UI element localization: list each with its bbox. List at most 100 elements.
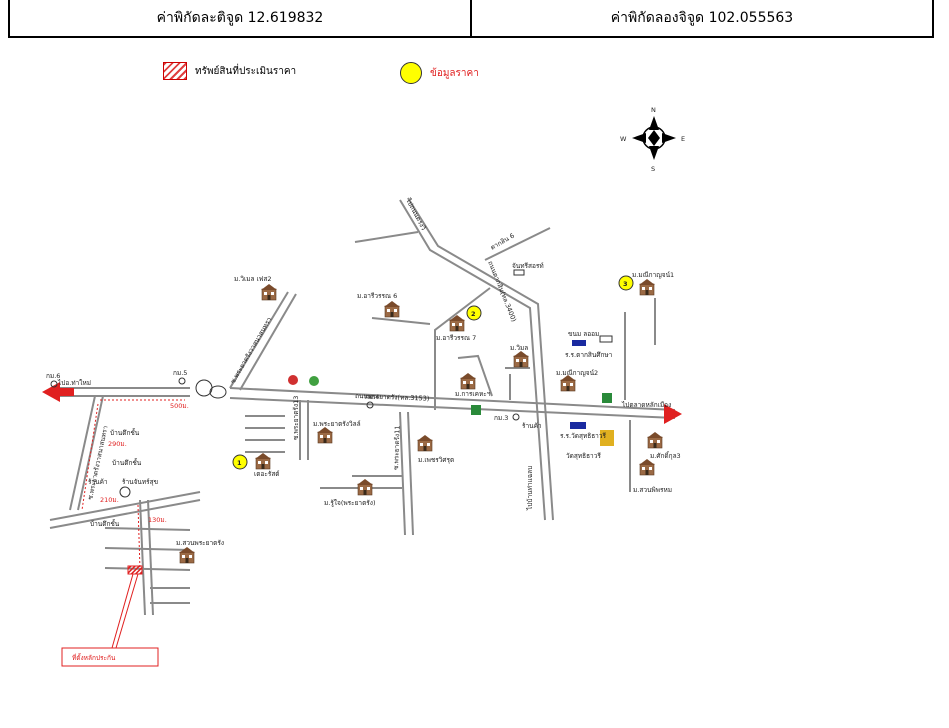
place-shop-row3: บ้านตึกชั้น bbox=[90, 519, 120, 528]
seven-eleven-icon bbox=[602, 393, 612, 403]
coordinate-header: ค่าพิกัดละติจูด 12.619832 ค่าพิกัดลองจิจ… bbox=[8, 0, 934, 38]
main-road-edge bbox=[60, 395, 676, 419]
road-network bbox=[49, 197, 676, 616]
collateral-soi bbox=[139, 499, 146, 616]
school-icon bbox=[572, 340, 586, 346]
loop-road bbox=[457, 354, 493, 397]
svg-text:3: 3 bbox=[623, 280, 628, 288]
place-sukjai: ม.รู้ใจ(พระยาตรัง) bbox=[324, 499, 376, 507]
lower-cross-road-edge bbox=[49, 499, 201, 529]
yellow-circle-icon bbox=[400, 62, 422, 84]
soi-lanes bbox=[245, 415, 285, 453]
km4-label: กม.4 bbox=[365, 393, 379, 401]
km-marker-icon bbox=[50, 380, 58, 388]
main-road-label: ถนนพระยาตรัง(ทล.3153) bbox=[355, 392, 430, 403]
soi11-label: ซ.พระยาตรัง11 bbox=[392, 425, 402, 470]
school-icon bbox=[570, 422, 586, 429]
lower-left-soi bbox=[69, 395, 96, 511]
place-store2: ร้านค้า bbox=[522, 422, 542, 430]
svg-text:1: 1 bbox=[237, 459, 242, 467]
soi-left-north bbox=[229, 291, 289, 389]
longitude-label: ค่าพิกัดลองจิจูด 102.055563 bbox=[470, 0, 932, 36]
house-icon bbox=[260, 283, 278, 301]
collateral-marker-icon bbox=[127, 565, 143, 575]
place-saiam: ร.ร.วัดสุทธิธาวรี bbox=[560, 432, 606, 440]
legend-price-label: ข้อมูลราคา bbox=[430, 67, 479, 79]
temple-icon bbox=[600, 430, 614, 446]
collateral-soi-edge bbox=[147, 499, 154, 616]
place-sittichote: เตอะรัสต์ bbox=[254, 470, 280, 478]
house-icon bbox=[512, 350, 530, 368]
place-karn-khaha: ม.การเคหะฯ bbox=[455, 390, 491, 398]
place-suan-phrom: ม.สวนพิพรหม bbox=[633, 486, 672, 494]
compass-icon: N S E W bbox=[620, 106, 685, 173]
compass-w: W bbox=[620, 135, 627, 143]
place-manee2: ม.มณีกาญจน์2 bbox=[556, 369, 598, 377]
compass-e: E bbox=[681, 135, 685, 143]
place-mawimol: ม.วิมล bbox=[510, 344, 528, 352]
store-icon bbox=[119, 486, 131, 498]
house-icon bbox=[416, 434, 434, 452]
legend-price: ข้อมูลราคา bbox=[400, 62, 479, 84]
branch-road-4 bbox=[371, 317, 431, 325]
house-icon bbox=[316, 426, 334, 444]
distance-290: 290ม. bbox=[108, 440, 127, 448]
place-school-taksin: ร.ร.ตากสินศึกษา bbox=[565, 351, 613, 359]
north-road bbox=[399, 199, 546, 521]
km-marker-icon bbox=[366, 401, 374, 409]
km6-label: กม.6 bbox=[46, 372, 60, 380]
gas-station-icon bbox=[288, 375, 298, 385]
hatch-swatch-icon bbox=[163, 62, 187, 80]
latitude-label: ค่าพิกัดละติจูด 12.619832 bbox=[156, 10, 324, 26]
price-marker-3: 3 bbox=[618, 275, 634, 291]
collateral-label-box bbox=[61, 647, 159, 667]
soi-left2-label: ซ.พระยาตรังวาสนาสนทรา bbox=[86, 425, 110, 501]
south-road-label: ไปบ้านท่าแฉลบ bbox=[526, 466, 534, 511]
house-icon bbox=[646, 431, 664, 449]
km-marker-icon bbox=[512, 413, 520, 421]
soi-left-label: ซ.พระยาตรังวาสนาสนทรา bbox=[229, 315, 274, 385]
soi11 bbox=[399, 411, 406, 536]
place-sunok: ขนม ลออม bbox=[568, 330, 599, 338]
house-icon bbox=[638, 278, 656, 296]
legend-property: ทรัพย์สินที่ประเมินราคา bbox=[163, 62, 296, 80]
place-dok-ruk: ม.เพชรวิศรุต bbox=[418, 456, 454, 464]
right-side-roads bbox=[624, 298, 656, 400]
place-phayatrang-villa: ม.พระยาตรังวิลล์ bbox=[313, 420, 361, 428]
compass-n: N bbox=[651, 106, 656, 114]
distance-210: 210ม. bbox=[100, 496, 119, 504]
place-jantree: จันทรีสอรท์ bbox=[512, 262, 544, 270]
km5-label: กม.5 bbox=[173, 369, 187, 377]
house-icon bbox=[559, 374, 577, 392]
place-villa-phase2: ม.วิเมล เฟส2 bbox=[234, 275, 271, 283]
lower-lanes bbox=[104, 527, 191, 604]
compass-s: S bbox=[651, 165, 655, 173]
house-icon bbox=[459, 372, 477, 390]
collateral-label: ที่ตั้งหลักประกัน bbox=[72, 653, 116, 662]
house-icon bbox=[254, 452, 272, 470]
place-aruwan6: ม.อารีวรรณ 6 bbox=[357, 292, 397, 300]
distance-130: 130ม. bbox=[148, 516, 167, 524]
to-kalang-label: ไปตลาดหลักเมือง bbox=[621, 401, 671, 409]
shop-icon bbox=[599, 335, 613, 343]
junction-icon bbox=[209, 385, 227, 399]
resort-icon bbox=[513, 269, 525, 276]
branch-road-1 bbox=[354, 231, 419, 243]
junction-icon bbox=[195, 379, 213, 397]
place-wat-sutthi: วัดสุทธิธาวรี bbox=[566, 452, 601, 460]
km-marker-icon bbox=[178, 377, 186, 385]
svg-text:2: 2 bbox=[471, 310, 476, 318]
place-shop-row1: บ้านตึกชั้น bbox=[110, 428, 140, 437]
legend-property-label: ทรัพย์สินที่ประเมินราคา bbox=[195, 65, 297, 77]
house-icon bbox=[638, 458, 656, 476]
lower-cross-road bbox=[49, 491, 201, 521]
seven-eleven-icon bbox=[471, 405, 481, 415]
north-road-edge bbox=[407, 197, 554, 521]
main-road bbox=[60, 387, 676, 411]
house-icon bbox=[383, 300, 401, 318]
soi-left-north-edge bbox=[239, 293, 297, 391]
soi11-edge bbox=[407, 411, 414, 536]
place-store: ร้านค้า bbox=[88, 478, 108, 486]
place-aruwan7: ม.อารีวรรณ 7 bbox=[436, 334, 476, 342]
